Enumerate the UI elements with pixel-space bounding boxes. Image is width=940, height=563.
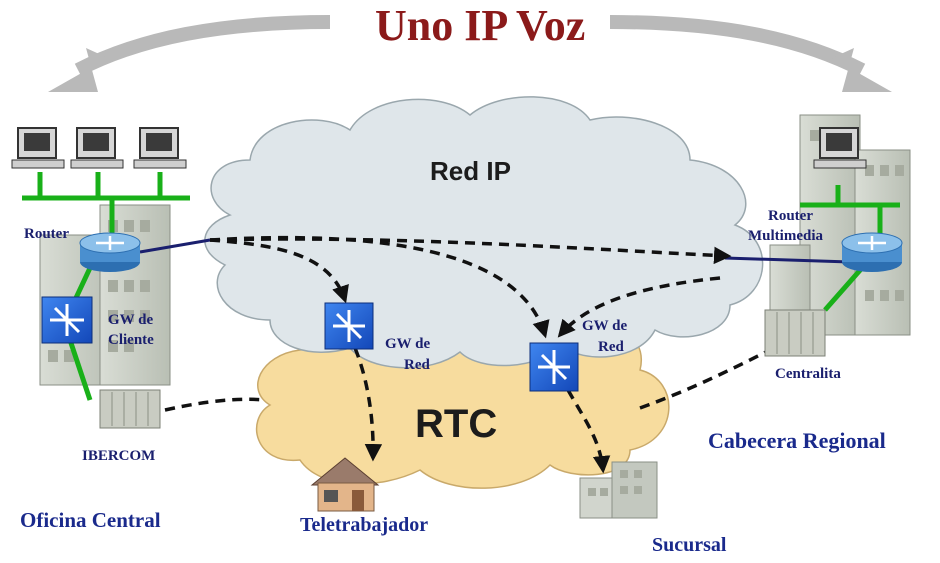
gateway-icon bbox=[529, 342, 579, 392]
pc-icon bbox=[11, 127, 65, 169]
title-right-arrow bbox=[609, 15, 892, 92]
gw-cliente-label-2: Cliente bbox=[108, 332, 154, 348]
ibercom-label: IBERCOM bbox=[82, 448, 156, 464]
house-icon bbox=[310, 457, 380, 512]
gw-red-a-label-2: Red bbox=[404, 357, 430, 373]
ip-cloud bbox=[204, 96, 764, 369]
backbone-links bbox=[139, 238, 851, 264]
router-icon bbox=[841, 232, 903, 272]
gateway-icon bbox=[324, 302, 374, 350]
diagram-title: Uno IP Voz bbox=[375, 1, 586, 50]
gw-cliente-label-1: GW de bbox=[108, 312, 154, 328]
site-oficina-central: Oficina Central bbox=[20, 508, 161, 532]
teletrabajador-label: Teletrabajador bbox=[300, 514, 429, 536]
voice-paths bbox=[164, 235, 771, 474]
title-left-arrow bbox=[48, 15, 331, 92]
pc-icon bbox=[813, 127, 867, 169]
router-right-label-1: Router bbox=[768, 208, 813, 224]
ip-cloud-label: Red IP bbox=[430, 156, 511, 186]
left-lan bbox=[22, 172, 190, 401]
gw-red-b-label-2: Red bbox=[598, 339, 624, 355]
gw-red-a-label-1: GW de bbox=[385, 336, 431, 352]
centralita-pbx-icon bbox=[764, 309, 826, 357]
site-cabecera-regional: Cabecera Regional bbox=[708, 428, 886, 453]
pc-icon bbox=[133, 127, 187, 169]
pc-icon bbox=[70, 127, 124, 169]
ibercom-pbx-icon bbox=[99, 389, 161, 429]
gateway-icon bbox=[41, 296, 93, 344]
router-right-label-2: Multimedia bbox=[748, 228, 823, 244]
gw-red-b-label-1: GW de bbox=[582, 318, 628, 334]
sucursal-label: Sucursal bbox=[652, 534, 727, 556]
centralita-label: Centralita bbox=[775, 366, 841, 382]
sucursal-building-icon bbox=[579, 461, 658, 519]
router-icon bbox=[79, 232, 141, 272]
router-left-label: Router bbox=[24, 226, 69, 242]
pstn-cloud-label: RTC bbox=[415, 402, 498, 446]
right-lan bbox=[800, 185, 900, 312]
